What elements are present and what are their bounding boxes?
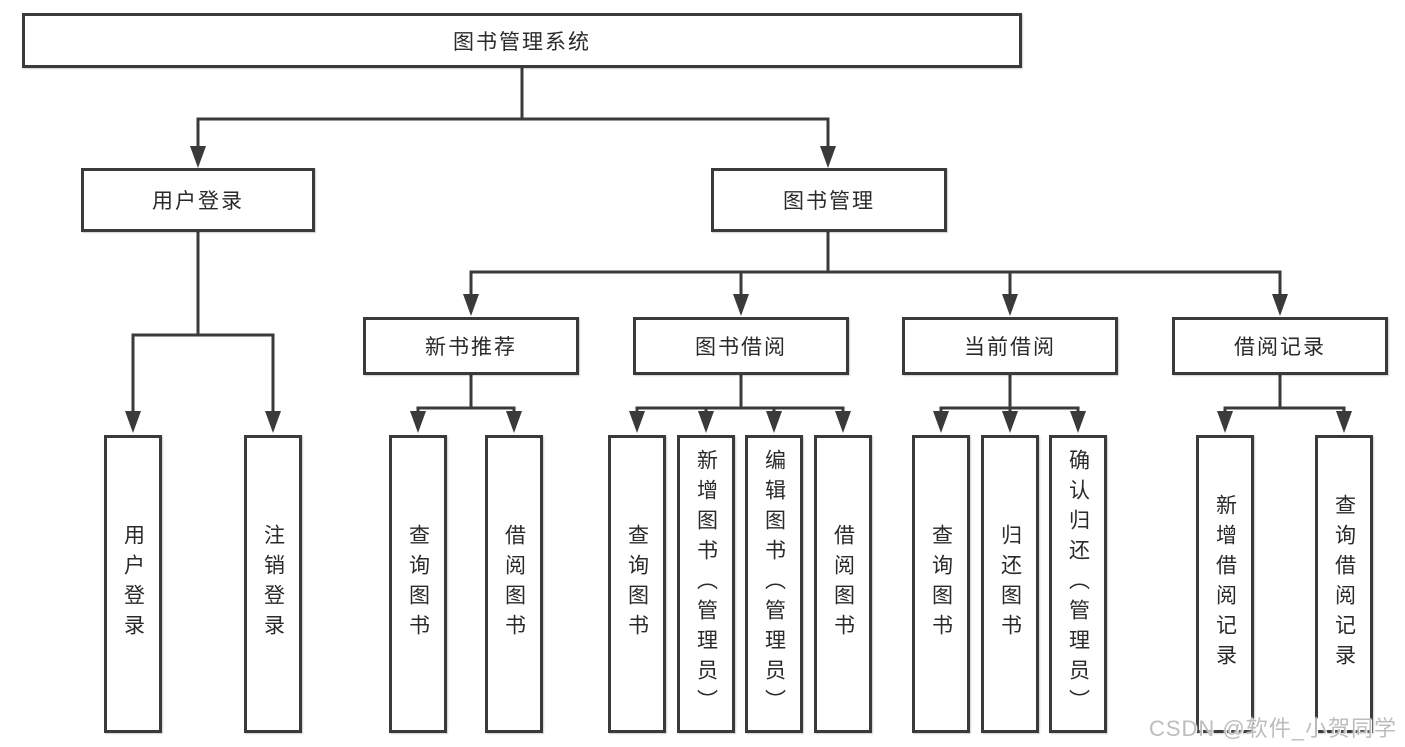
leaf-label: 编辑图书（管理员） — [762, 449, 786, 719]
leaf-borrow-book-2: 借阅图书 — [814, 435, 872, 733]
leaf-label: 注销登录 — [261, 524, 285, 644]
node-new-book-recommend: 新书推荐 — [363, 317, 579, 375]
leaf-label: 查询借阅记录 — [1332, 494, 1356, 674]
leaf-return-book: 归还图书 — [981, 435, 1039, 733]
node-book-borrow: 图书借阅 — [633, 317, 849, 375]
leaf-label: 查询图书 — [929, 524, 953, 644]
node-user-login-branch: 用户登录 — [81, 168, 315, 232]
leaf-add-book-admin: 新增图书（管理员） — [677, 435, 735, 733]
node-label: 借阅记录 — [1234, 336, 1326, 359]
node-label: 当前借阅 — [964, 336, 1056, 359]
leaf-query-book-3: 查询图书 — [912, 435, 970, 733]
leaf-label: 用户登录 — [121, 524, 145, 644]
leaf-query-book-1: 查询图书 — [389, 435, 447, 733]
node-label: 新书推荐 — [425, 336, 517, 359]
leaf-user-login: 用户登录 — [104, 435, 162, 733]
leaf-label: 借阅图书 — [502, 524, 526, 644]
node-root-system: 图书管理系统 — [22, 13, 1022, 68]
node-current-borrow: 当前借阅 — [902, 317, 1118, 375]
leaf-confirm-return-admin: 确认归还（管理员） — [1049, 435, 1107, 733]
node-label: 用户登录 — [152, 190, 244, 213]
node-label: 图书管理系统 — [453, 30, 591, 54]
watermark: CSDN @软件_小贺同学 — [1148, 716, 1397, 741]
leaf-label: 查询图书 — [406, 524, 430, 644]
leaf-logout: 注销登录 — [244, 435, 302, 733]
leaf-label: 新增图书（管理员） — [694, 449, 718, 719]
leaf-query-book-2: 查询图书 — [608, 435, 666, 733]
leaf-add-borrow-record: 新增借阅记录 — [1196, 435, 1254, 733]
leaf-label: 归还图书 — [998, 524, 1022, 644]
leaf-label: 新增借阅记录 — [1213, 494, 1237, 674]
leaf-label: 查询图书 — [625, 524, 649, 644]
leaf-label: 借阅图书 — [831, 524, 855, 644]
node-borrow-records: 借阅记录 — [1172, 317, 1388, 375]
node-book-management-branch: 图书管理 — [711, 168, 947, 232]
node-label: 图书管理 — [783, 190, 875, 213]
leaf-edit-book-admin: 编辑图书（管理员） — [745, 435, 803, 733]
leaf-label: 确认归还（管理员） — [1066, 449, 1090, 719]
node-label: 图书借阅 — [695, 336, 787, 359]
leaf-query-borrow-record: 查询借阅记录 — [1315, 435, 1373, 733]
leaf-borrow-book-1: 借阅图书 — [485, 435, 543, 733]
